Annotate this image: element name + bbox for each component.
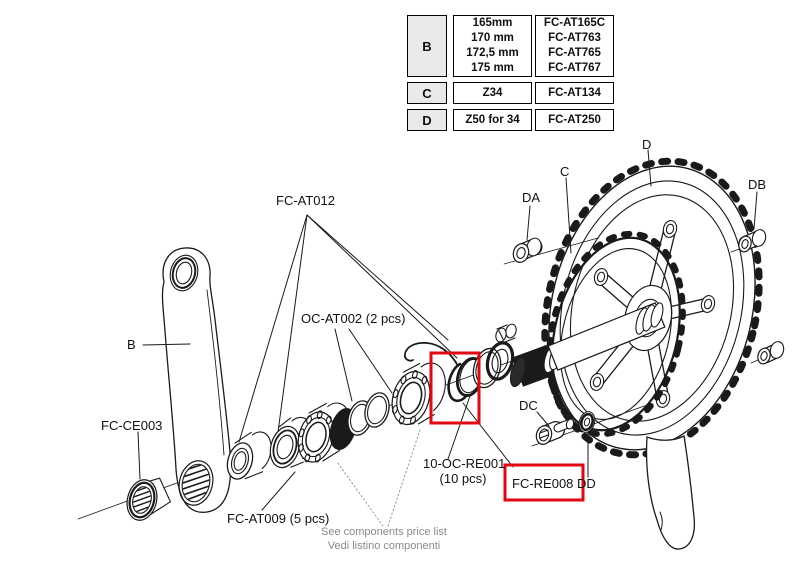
spindle: [509, 302, 666, 388]
right-crank-arm: [645, 435, 696, 550]
table-letter-d: D: [407, 109, 447, 131]
label-d: D: [642, 137, 652, 152]
label-db: DB: [748, 177, 767, 192]
label-oc-re001-line2: (10 pcs): [439, 471, 487, 486]
table-row-b: B 165mm 170 mm 172,5 mm 175 mm FC-AT165C…: [407, 15, 614, 77]
size-value: 165mm: [472, 17, 513, 29]
bolt-lower-right: [757, 341, 785, 365]
code-value: FC-AT134: [548, 86, 601, 99]
washer-dd: [578, 411, 596, 433]
table-sizes-d: Z50 for 34: [453, 109, 532, 131]
code-value: FC-AT765: [548, 47, 601, 59]
leader-lines: [137, 149, 758, 511]
cup-slots: [297, 410, 332, 463]
table-row-c: C Z34 FC-AT134: [407, 82, 614, 104]
size-value: 170 mm: [471, 32, 514, 44]
crank-bolt-fc-ce003: [126, 477, 172, 521]
highlight-box-snap-ring: [429, 351, 481, 425]
table-sizes-c: Z34: [453, 82, 532, 104]
size-value: Z34: [482, 86, 503, 99]
label-b: B: [127, 337, 136, 352]
code-value: FC-AT250: [548, 113, 601, 126]
highlight-box-fc-re008: [503, 463, 585, 502]
table-row-d: D Z50 for 34 FC-AT250: [407, 109, 614, 131]
note-leader-dotted: [336, 429, 421, 527]
table-codes-d: FC-AT250: [535, 109, 614, 131]
label-oc-re001-line1: 10-OC-RE001: [423, 456, 506, 471]
label-fc-at009: FC-AT009 (5 pcs): [227, 511, 330, 526]
label-fc-at012: FC-AT012: [276, 193, 335, 208]
bolt-dc: [535, 418, 575, 445]
lockring-slots: [392, 370, 428, 425]
size-value: 172,5 mm: [466, 47, 519, 59]
table-letter-b: B: [407, 15, 447, 77]
chainring-d: [541, 157, 763, 459]
note-see-components: See components price list: [321, 526, 447, 538]
table-letter-c: C: [407, 82, 447, 104]
note-vedi-listino: Vedi listino componenti: [327, 540, 441, 552]
label-fc-re008: FC-RE008: [512, 476, 574, 491]
bolt-db: [738, 229, 767, 253]
left-crank-arm: [161, 247, 232, 513]
label-da: DA: [522, 190, 541, 205]
size-value: Z50 for 34: [465, 113, 520, 126]
table-codes-b: FC-AT165C FC-AT763 FC-AT765 FC-AT767: [535, 15, 614, 77]
code-value: FC-AT767: [548, 62, 601, 74]
size-value: 175 mm: [471, 62, 514, 74]
bearing-washer-stack: [226, 323, 517, 480]
label-oc-re001: 10-OC-RE001 (10 pcs): [423, 456, 506, 486]
code-value: FC-AT165C: [543, 17, 606, 29]
label-c: C: [560, 164, 570, 179]
table-codes-c: FC-AT134: [535, 82, 614, 104]
seal-ring: [485, 341, 515, 381]
bolt-da: [512, 237, 543, 263]
label-dc: DC: [519, 398, 538, 413]
table-sizes-b: 165mm 170 mm 172,5 mm 175 mm: [453, 15, 532, 77]
label-dd: DD: [577, 476, 596, 491]
label-fc-ce003: FC-CE003: [101, 418, 163, 433]
label-oc-at002: OC-AT002 (2 pcs): [301, 311, 406, 326]
snap-ring-fc-re008: [403, 341, 469, 403]
code-value: FC-AT763: [548, 32, 601, 44]
